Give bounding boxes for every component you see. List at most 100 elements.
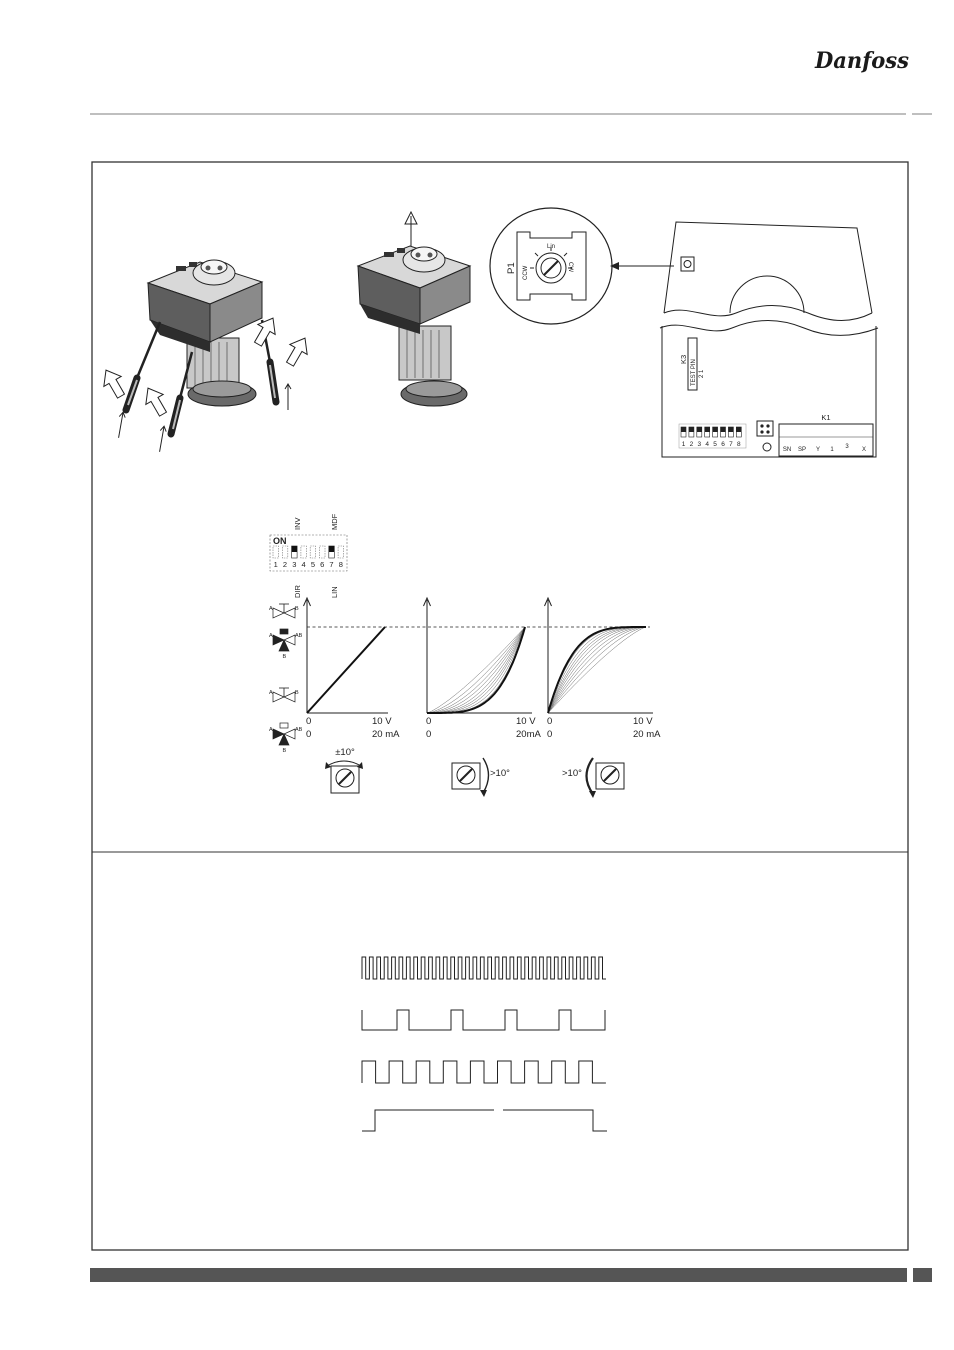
- dip-toggle-off: [338, 546, 344, 558]
- board-dip-number: 6: [721, 441, 725, 448]
- valve-port-label: B: [295, 606, 299, 612]
- dip-dir-label: DIR: [293, 585, 302, 599]
- valve-port-label: B: [283, 748, 287, 754]
- logarithmic-characteristic-chart: 0 10 V 0 20mA: [424, 598, 542, 740]
- dip-number: 3: [292, 560, 296, 569]
- hollow-arrow-icon: [281, 333, 313, 369]
- board-dip-toggle-knob: [705, 427, 710, 432]
- board-dip-number: 7: [729, 441, 733, 448]
- actuator-removal-illustration: [97, 260, 313, 452]
- pulse-train-sparse: [362, 1010, 605, 1030]
- chart-x-max-v: 10 V: [633, 716, 653, 727]
- valve-port-label: A: [269, 633, 273, 639]
- valve-port-label: B: [283, 654, 287, 660]
- pulse-train-medium: [362, 1061, 606, 1083]
- dip-number: 4: [302, 560, 306, 569]
- board-dip-toggle-knob: [728, 427, 733, 432]
- adjust-angle-label: >10°: [490, 768, 510, 779]
- danfoss-logo: Danfoss: [814, 48, 909, 74]
- terminal-labels: SNSPY13X: [783, 444, 866, 453]
- k3-pin-numbers: 2 1: [699, 369, 705, 378]
- chart-x-max-ma: 20mA: [516, 729, 541, 740]
- chart-x-max-v: 10 V: [372, 716, 392, 727]
- pulse-diagrams: [362, 957, 607, 1131]
- dip-lin-label: LIN: [330, 586, 339, 598]
- board-potentiometer: [681, 257, 694, 271]
- lin-label: Lin: [547, 244, 555, 250]
- board-dip-toggle-knob: [681, 427, 686, 432]
- cw-label: CW: [567, 262, 573, 272]
- board-dip-number: 4: [705, 441, 709, 448]
- chart-x-zero-ma: 0: [426, 729, 431, 740]
- adjust-angle-label: >10°: [562, 768, 582, 779]
- control-board-drawing: K3 TEST PIN 2 1 12345678 K1 SNSPY13X: [660, 222, 878, 457]
- valve-port-label: B: [295, 690, 299, 696]
- chart-x-zero-v: 0: [306, 716, 311, 727]
- characteristic-curves: [548, 627, 646, 713]
- pulse-train-fast: [362, 957, 606, 979]
- board-dip-switch: 12345678: [679, 424, 746, 448]
- board-dip-toggle-knob: [713, 427, 718, 432]
- board-dip-toggle-knob: [697, 427, 702, 432]
- k3-label: K3: [679, 355, 688, 364]
- footer-page-tab: [913, 1268, 932, 1282]
- valve-port-label: A: [269, 606, 273, 612]
- valve-port-label: AB: [295, 633, 303, 639]
- linear-curve: [307, 627, 385, 713]
- footer-bar: [90, 1268, 907, 1282]
- p1-label: P1: [506, 262, 517, 274]
- terminal-label: X: [862, 447, 866, 453]
- logarithmic-curve: [427, 627, 525, 713]
- chart-x-zero-ma: 0: [306, 729, 311, 740]
- k1-label: K1: [821, 413, 830, 422]
- chart-x-max-ma: 20 mA: [372, 729, 400, 740]
- dip-number: 8: [339, 560, 343, 569]
- actuator-lift-illustration: [358, 212, 470, 406]
- up-arrow-icon: [405, 212, 417, 246]
- board-dip-toggle-knob: [689, 427, 694, 432]
- dip-toggle-off: [310, 546, 316, 558]
- dip-number: 2: [283, 560, 287, 569]
- terminal-label: Y: [816, 447, 820, 453]
- chart-x-max-ma: 20 mA: [633, 729, 661, 740]
- valve-symbol: A AB B: [269, 629, 303, 660]
- pointer-arrow: [610, 262, 674, 270]
- inverse-logarithmic-curve: [548, 627, 646, 713]
- dip-toggle-knob: [329, 546, 335, 552]
- valve-port-label: A: [269, 727, 273, 733]
- board-led: [763, 443, 771, 451]
- terminal-label: SN: [783, 447, 791, 453]
- adjust-angle-label: ±10°: [335, 747, 355, 758]
- push-arrow-icon: [285, 384, 291, 410]
- chart-x-zero-v: 0: [547, 716, 552, 727]
- dip-toggle-off: [273, 546, 279, 558]
- board-dip-number: 3: [697, 441, 701, 448]
- dip-number: 1: [274, 560, 278, 569]
- valve-port-label: AB: [295, 727, 303, 733]
- step-signal: [362, 1110, 607, 1131]
- adjust-pot-small: ±10°: [325, 747, 363, 793]
- board-dip-number: 2: [690, 441, 694, 448]
- board-dip-number: 5: [713, 441, 717, 448]
- terminal-label: 3: [845, 444, 849, 450]
- dip-toggle-off: [301, 546, 307, 558]
- adjust-pot-counterclockwise: >10°: [562, 758, 624, 798]
- chart-x-max-v: 10 V: [516, 716, 536, 727]
- board-dip-toggle-knob: [736, 427, 741, 432]
- linear-characteristic-chart: 0 10 V 0 20 mA: [304, 598, 401, 740]
- characteristic-curves: [427, 627, 525, 713]
- k1-terminal-strip: [779, 424, 873, 456]
- chart-x-zero-v: 0: [426, 716, 431, 727]
- dip-inv-label: INV: [293, 517, 302, 530]
- chart-x-zero-ma: 0: [547, 729, 552, 740]
- push-arrow-icon: [116, 412, 126, 439]
- adjust-pot-clockwise: >10°: [452, 758, 510, 797]
- potentiometer-detail: P1 CCW Lin CW: [490, 208, 612, 324]
- dip-number: 7: [329, 560, 333, 569]
